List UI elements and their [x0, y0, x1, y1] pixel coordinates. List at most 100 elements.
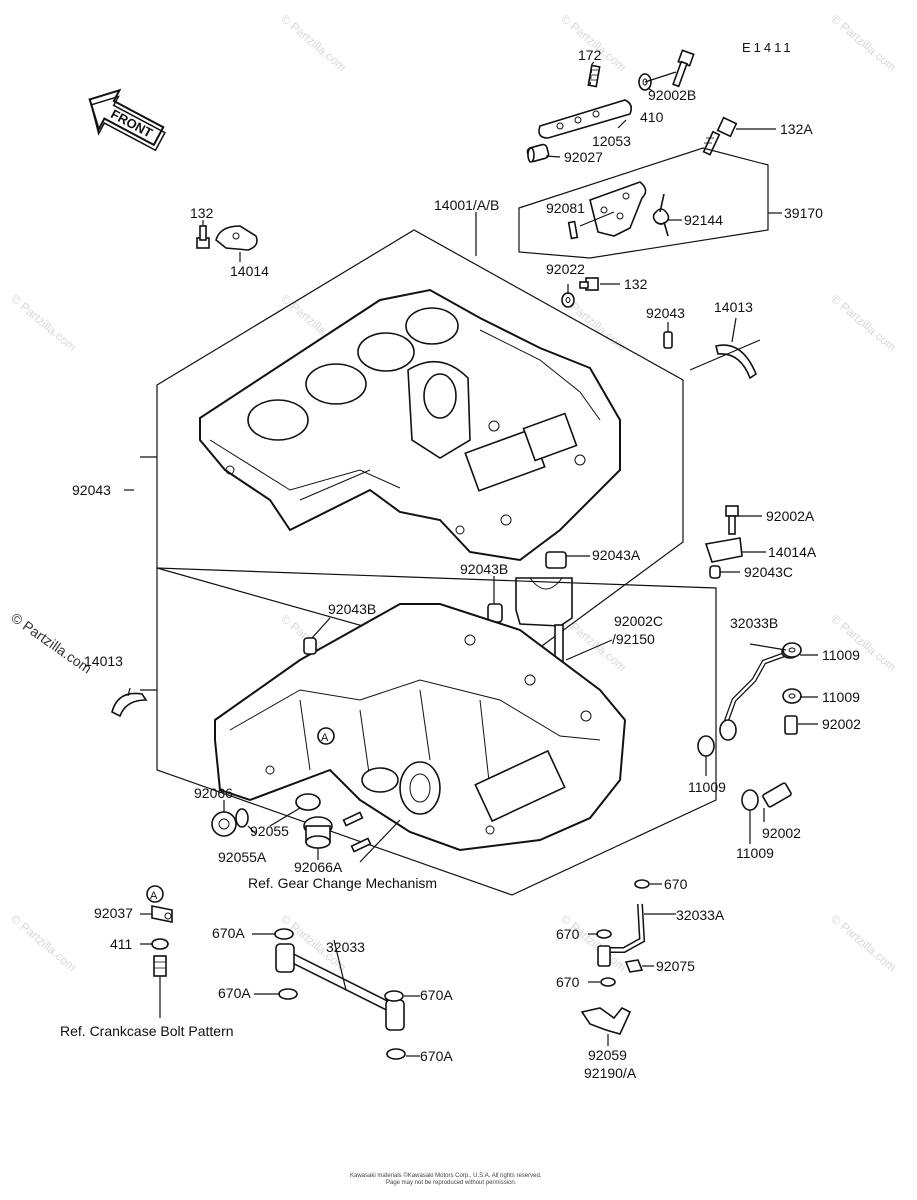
label-92002-b: 92002 — [762, 825, 801, 841]
oring-670A-3 — [384, 990, 404, 1002]
watermark: © Partzilla.com — [8, 292, 79, 355]
label-14013-top: 14013 — [714, 299, 753, 315]
oring-670-top — [634, 879, 650, 889]
label-670-mid: 670 — [556, 926, 580, 942]
label-92043B-low: 92043B — [328, 601, 376, 617]
label-92144: 92144 — [684, 212, 723, 228]
label-172: 172 — [578, 47, 602, 63]
circle-a-label: A — [321, 732, 329, 744]
oring-670A-2 — [278, 988, 298, 1000]
label-32033: 32033 — [326, 939, 365, 955]
pin-92043C — [709, 565, 721, 579]
clamp-14014A — [704, 537, 743, 563]
ref-crankcase-bolt: Ref. Crankcase Bolt Pattern — [60, 1023, 234, 1039]
label-92043-top: 92043 — [646, 305, 685, 321]
label-92043A: 92043A — [592, 547, 641, 563]
watermark: © Partzilla.com — [558, 12, 629, 75]
label-92043B-mid: 92043B — [460, 561, 508, 577]
cap-14014 — [215, 225, 258, 251]
label-92022: 92022 — [546, 261, 585, 277]
circle-a-label: A — [150, 890, 158, 902]
bolt-92002-b — [762, 782, 792, 808]
label-32033B: 32033B — [730, 615, 778, 631]
label-132-left: 132 — [190, 205, 214, 221]
ref-gear-change: Ref. Gear Change Mechanism — [248, 875, 437, 891]
label-92081: 92081 — [546, 200, 585, 216]
label-92002C: 92002C — [614, 613, 663, 629]
label-670A-1: 670A — [212, 925, 245, 941]
label-92190: 92190/A — [584, 1065, 637, 1081]
watermark: © Partzilla.com — [828, 12, 899, 75]
label-11009-a: 11009 — [822, 647, 860, 663]
assembly-box-39170 — [518, 147, 769, 259]
label-14014A: 14014A — [768, 544, 817, 560]
pin-gear-change — [342, 811, 372, 853]
footer-copyright: Kawasaki materials ©Kawasaki Motors Corp… — [350, 1172, 542, 1179]
watermark: © Partzilla.com — [278, 12, 349, 75]
label-92043-left: 92043 — [72, 482, 111, 498]
plate-12053 — [538, 99, 632, 139]
circle-a-marker — [146, 885, 164, 903]
pin-92043B-low — [303, 637, 317, 655]
label-92043C: 92043C — [744, 564, 793, 580]
label-92002B: 92002B — [648, 87, 696, 103]
label-92037: 92037 — [94, 905, 133, 921]
watermark-side: © Partzilla.com — [8, 609, 94, 676]
label-92066A: 92066A — [294, 859, 343, 875]
label-92150: /92150 — [612, 631, 655, 647]
label-92075: 92075 — [656, 958, 695, 974]
fitting-92059 — [580, 1006, 632, 1035]
watermark: © Partzilla.com — [828, 292, 899, 355]
bolt-crank — [153, 955, 167, 977]
label-11009-c: 11009 — [688, 779, 726, 795]
label-11009-b: 11009 — [822, 689, 860, 705]
label-14014: 14014 — [230, 263, 269, 279]
oring-670-mid — [596, 929, 612, 939]
watermark: © Partzilla.com — [828, 612, 899, 675]
oring-92055 — [295, 793, 321, 811]
label-670A-4: 670A — [420, 1048, 453, 1064]
oring-670A-1 — [274, 928, 294, 940]
label-14013-left: 14013 — [84, 653, 123, 669]
bolt-92002B — [672, 49, 695, 88]
collar-92027 — [526, 143, 550, 163]
label-92002A: 92002A — [766, 508, 815, 524]
diagram-code: E1411 — [742, 40, 794, 55]
washer-92022 — [561, 292, 575, 308]
bracket-39170 — [589, 181, 647, 237]
bolt-132A — [702, 116, 738, 156]
bolt-132-left — [196, 225, 210, 249]
label-411: 411 — [110, 936, 133, 952]
label-92055A: 92055A — [218, 849, 267, 865]
circle-a-marker — [317, 727, 335, 745]
label-670-low: 670 — [556, 974, 580, 990]
upper-crankcase — [199, 288, 621, 562]
bearing-cap-block — [487, 551, 573, 627]
watermark: © Partzilla.com — [828, 912, 899, 975]
washer-92055A — [235, 808, 249, 828]
label-11009-d: 11009 — [736, 845, 774, 861]
label-32033A: 32033A — [676, 907, 725, 923]
lower-crankcase — [214, 603, 627, 852]
label-670A-2: 670A — [218, 985, 251, 1001]
pipe-32033 — [275, 943, 405, 1031]
watermark: © Partzilla.com — [558, 912, 629, 975]
label-92002-a: 92002 — [822, 716, 861, 732]
label-132A: 132A — [780, 121, 813, 137]
label-132-mid: 132 — [624, 276, 648, 292]
bracket-92037 — [151, 905, 173, 923]
label-92055: 92055 — [250, 823, 289, 839]
label-12053: 12053 — [592, 133, 631, 149]
plug-92066A — [303, 816, 333, 849]
pin-92043-top — [663, 331, 673, 349]
label-39170: 39170 — [784, 205, 823, 221]
label-92059: 92059 — [588, 1047, 627, 1063]
label-670A-3: 670A — [420, 987, 453, 1003]
leader-lines — [124, 61, 818, 1057]
cap-92075 — [624, 959, 644, 973]
part-labels: 172 92002B 410 12053 92027 132A 92081 92… — [60, 47, 861, 1081]
plug-92066 — [211, 811, 237, 837]
label-670-top: 670 — [664, 876, 688, 892]
label-410: 410 — [640, 109, 664, 125]
